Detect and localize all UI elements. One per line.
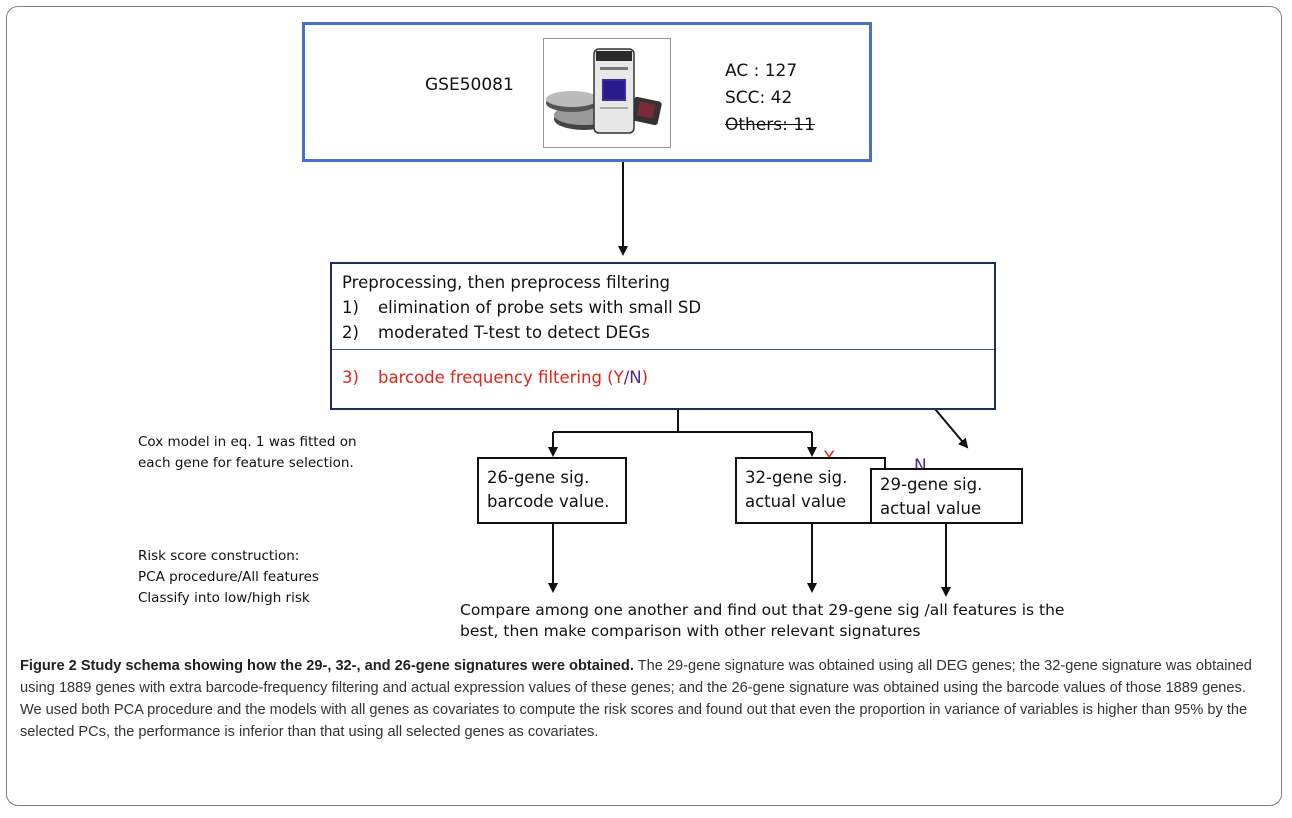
count-scc: SCC: 42	[725, 88, 793, 108]
signature-32-gene-line-2: actual value	[745, 492, 847, 511]
risk-note-line-1: Risk score construction:	[138, 548, 300, 564]
count-ac: AC : 127	[725, 61, 798, 81]
step-3-yes: Y	[613, 368, 624, 387]
signature-32-gene-box: 32-gene sig. actual value	[735, 457, 886, 524]
preprocess-divider	[332, 349, 994, 350]
signature-26-gene-line-1: 26-gene sig.	[487, 468, 590, 487]
signature-26-gene-line-2: barcode value.	[487, 492, 610, 511]
signature-32-gene-line-1: 32-gene sig.	[745, 468, 848, 487]
risk-note-line-2: PCA procedure/All features	[138, 569, 319, 585]
count-others: Others: 11	[725, 115, 815, 135]
step-3-text: barcode frequency filtering (Y/N)	[378, 368, 648, 387]
figure-frame	[6, 6, 1282, 806]
risk-note-line-3: Classify into low/high risk	[138, 590, 310, 606]
signature-26-gene-box: 26-gene sig. barcode value.	[477, 457, 627, 524]
microarray-chip-icon	[546, 48, 662, 134]
caption-body: The 29-gene signature was obtained using…	[20, 658, 1252, 740]
dataset-id: GSE50081	[425, 75, 514, 95]
signature-29-gene-line-1: 29-gene sig.	[880, 475, 983, 494]
signature-29-gene-box: 29-gene sig. actual value	[870, 468, 1023, 524]
caption-title: Figure 2 Study schema showing how the 29…	[20, 658, 634, 674]
dataset-box: GSE50081 AC : 127 SCC: 42 Others: 11	[302, 22, 872, 162]
preprocessing-box: Preprocessing, then preprocess filtering…	[330, 262, 996, 410]
microarray-chip-image	[543, 38, 671, 148]
step-3-slash: /	[623, 368, 630, 387]
compare-line-1: Compare among one another and find out t…	[460, 601, 1065, 619]
step-3-no: N	[629, 368, 642, 387]
step-2-text: moderated T-test to detect DEGs	[378, 323, 650, 342]
cox-note-line-2: each gene for feature selection.	[138, 455, 354, 471]
step-1-text: elimination of probe sets with small SD	[378, 298, 702, 317]
compare-line-2: best, then make comparison with other re…	[460, 622, 921, 640]
step-3-close: )	[641, 368, 649, 387]
step-3-label: barcode frequency filtering (	[378, 368, 614, 387]
preprocess-title: Preprocessing, then preprocess filtering	[342, 273, 671, 292]
cox-note-line-1: Cox model in eq. 1 was fitted on	[138, 434, 357, 450]
step-2-number: 2)	[342, 323, 359, 342]
step-3-number: 3)	[342, 368, 359, 387]
signature-29-gene-line-2: actual value	[880, 499, 982, 518]
figure-caption: Figure 2 Study schema showing how the 29…	[20, 655, 1270, 743]
step-1-number: 1)	[342, 298, 359, 317]
